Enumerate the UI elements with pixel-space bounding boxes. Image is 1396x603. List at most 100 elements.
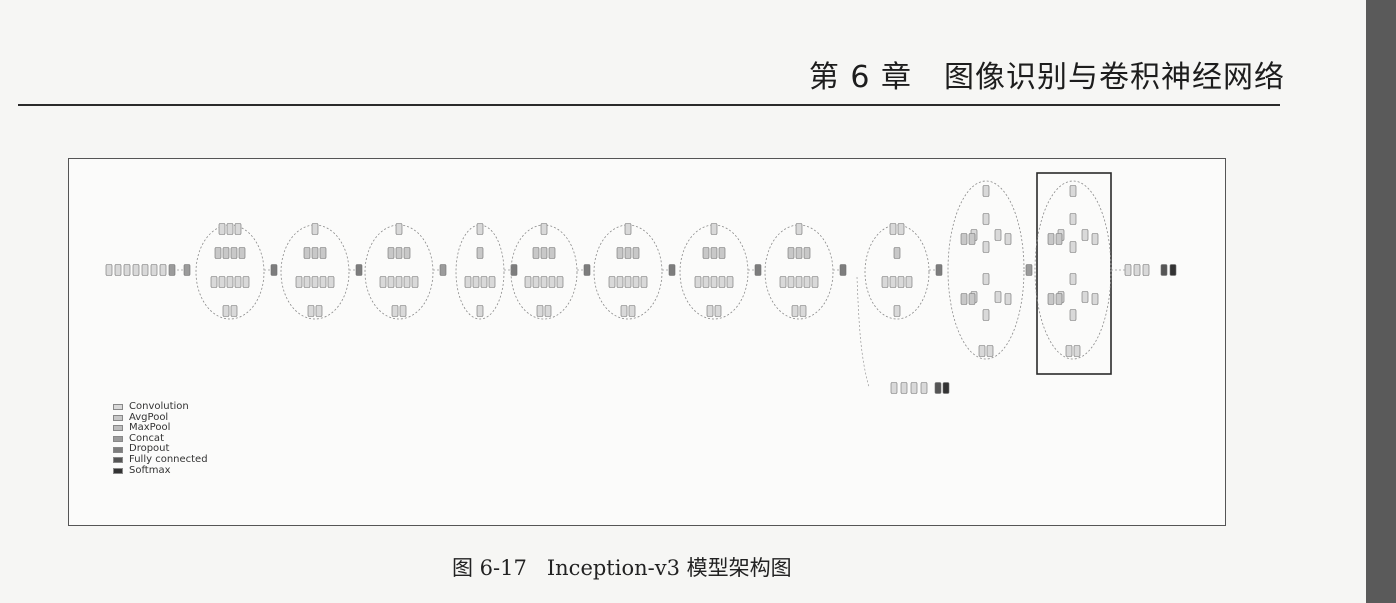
layer-block <box>620 305 628 317</box>
figure-caption: 图 6-17 Inception-v3 模型架构图 <box>452 552 892 582</box>
layer-block <box>1133 264 1141 276</box>
layer-block <box>1004 233 1012 245</box>
layer-block <box>632 276 640 288</box>
layer-block <box>222 247 230 259</box>
legend-item: Softmax <box>113 464 208 477</box>
module-outline <box>1034 180 1112 360</box>
legend-swatch <box>113 425 123 432</box>
layer-block <box>616 276 624 288</box>
layer-block <box>395 223 403 235</box>
layer-block <box>480 276 488 288</box>
layer-block <box>476 305 484 317</box>
layer-block <box>754 264 762 276</box>
layer-block <box>1055 293 1063 305</box>
layer-block <box>226 223 234 235</box>
layer-block <box>1069 241 1077 253</box>
layer-block <box>105 264 113 276</box>
aux-branch-line <box>856 276 870 388</box>
layer-block <box>787 276 795 288</box>
legend-swatch <box>113 446 123 453</box>
layer-block <box>890 382 898 394</box>
layer-block <box>968 233 976 245</box>
header-rule <box>18 104 1280 106</box>
module-outline <box>195 224 265 320</box>
layer-block <box>795 247 803 259</box>
layer-block <box>787 247 795 259</box>
layer-block <box>934 382 942 394</box>
layer-block <box>803 276 811 288</box>
layer-block <box>982 241 990 253</box>
layer-block <box>387 276 395 288</box>
layer-block <box>379 276 387 288</box>
layer-block <box>532 247 540 259</box>
legend-item: Dropout <box>113 444 208 455</box>
layer-block <box>524 276 532 288</box>
layer-block <box>540 223 548 235</box>
module-outline <box>510 224 578 320</box>
layer-block <box>994 291 1002 303</box>
layer-block <box>1091 293 1099 305</box>
legend-item: AvgPool <box>113 411 208 424</box>
layer-block <box>889 223 897 235</box>
layer-block <box>799 305 807 317</box>
layer-block <box>632 247 640 259</box>
legend-label: MaxPool <box>129 422 171 434</box>
layer-block <box>779 276 787 288</box>
inception-v3-diagram <box>105 172 1177 394</box>
legend-label: Concat <box>129 432 164 444</box>
layer-block <box>1069 273 1077 285</box>
layer-block <box>710 276 718 288</box>
layer-block <box>795 276 803 288</box>
legend-label: Fully connected <box>129 453 208 465</box>
layer-block <box>1055 233 1063 245</box>
caption-number: 图 6-17 <box>452 556 527 580</box>
chapter-title: 图像识别与卷积神经网络 <box>944 60 1285 95</box>
layer-block <box>1004 293 1012 305</box>
module-outline <box>593 224 663 320</box>
layer-block <box>960 233 968 245</box>
layer-block <box>132 264 140 276</box>
module-outline <box>864 224 930 320</box>
layer-block <box>540 247 548 259</box>
layer-block <box>210 276 218 288</box>
legend-label: Softmax <box>129 464 171 476</box>
caption-text: Inception-v3 模型架构图 <box>546 556 792 580</box>
layer-block <box>218 223 226 235</box>
layer-block <box>303 276 311 288</box>
layer-block <box>150 264 158 276</box>
layer-block <box>234 223 242 235</box>
layer-block <box>544 305 552 317</box>
layer-block <box>1069 213 1077 225</box>
layer-block <box>238 247 246 259</box>
layer-block <box>295 276 303 288</box>
layer-block <box>355 264 363 276</box>
layer-block <box>556 276 564 288</box>
layer-block <box>624 247 632 259</box>
module-outline <box>679 224 749 320</box>
legend-swatch <box>113 404 123 411</box>
layer-block <box>214 247 222 259</box>
module-outline <box>455 224 505 320</box>
legend-label: AvgPool <box>129 411 169 423</box>
layer-block <box>1081 229 1089 241</box>
layer-block <box>982 185 990 197</box>
layer-block <box>403 247 411 259</box>
layer-block <box>935 264 943 276</box>
layer-block <box>910 382 918 394</box>
legend-swatch <box>113 414 123 421</box>
layer-block <box>726 276 734 288</box>
layer-block <box>710 223 718 235</box>
layer-block <box>1073 345 1081 357</box>
layer-block <box>218 276 226 288</box>
layer-block <box>1160 264 1168 276</box>
layer-block <box>982 213 990 225</box>
highlight-box <box>1036 172 1112 375</box>
layer-block <box>230 305 238 317</box>
layer-block <box>900 382 908 394</box>
layer-block <box>439 264 447 276</box>
layer-block <box>628 305 636 317</box>
chapter-header: 第 6 章图像识别与卷积神经网络 <box>770 52 1285 96</box>
layer-block <box>327 276 335 288</box>
layer-block <box>242 276 250 288</box>
module-outline <box>280 224 350 320</box>
